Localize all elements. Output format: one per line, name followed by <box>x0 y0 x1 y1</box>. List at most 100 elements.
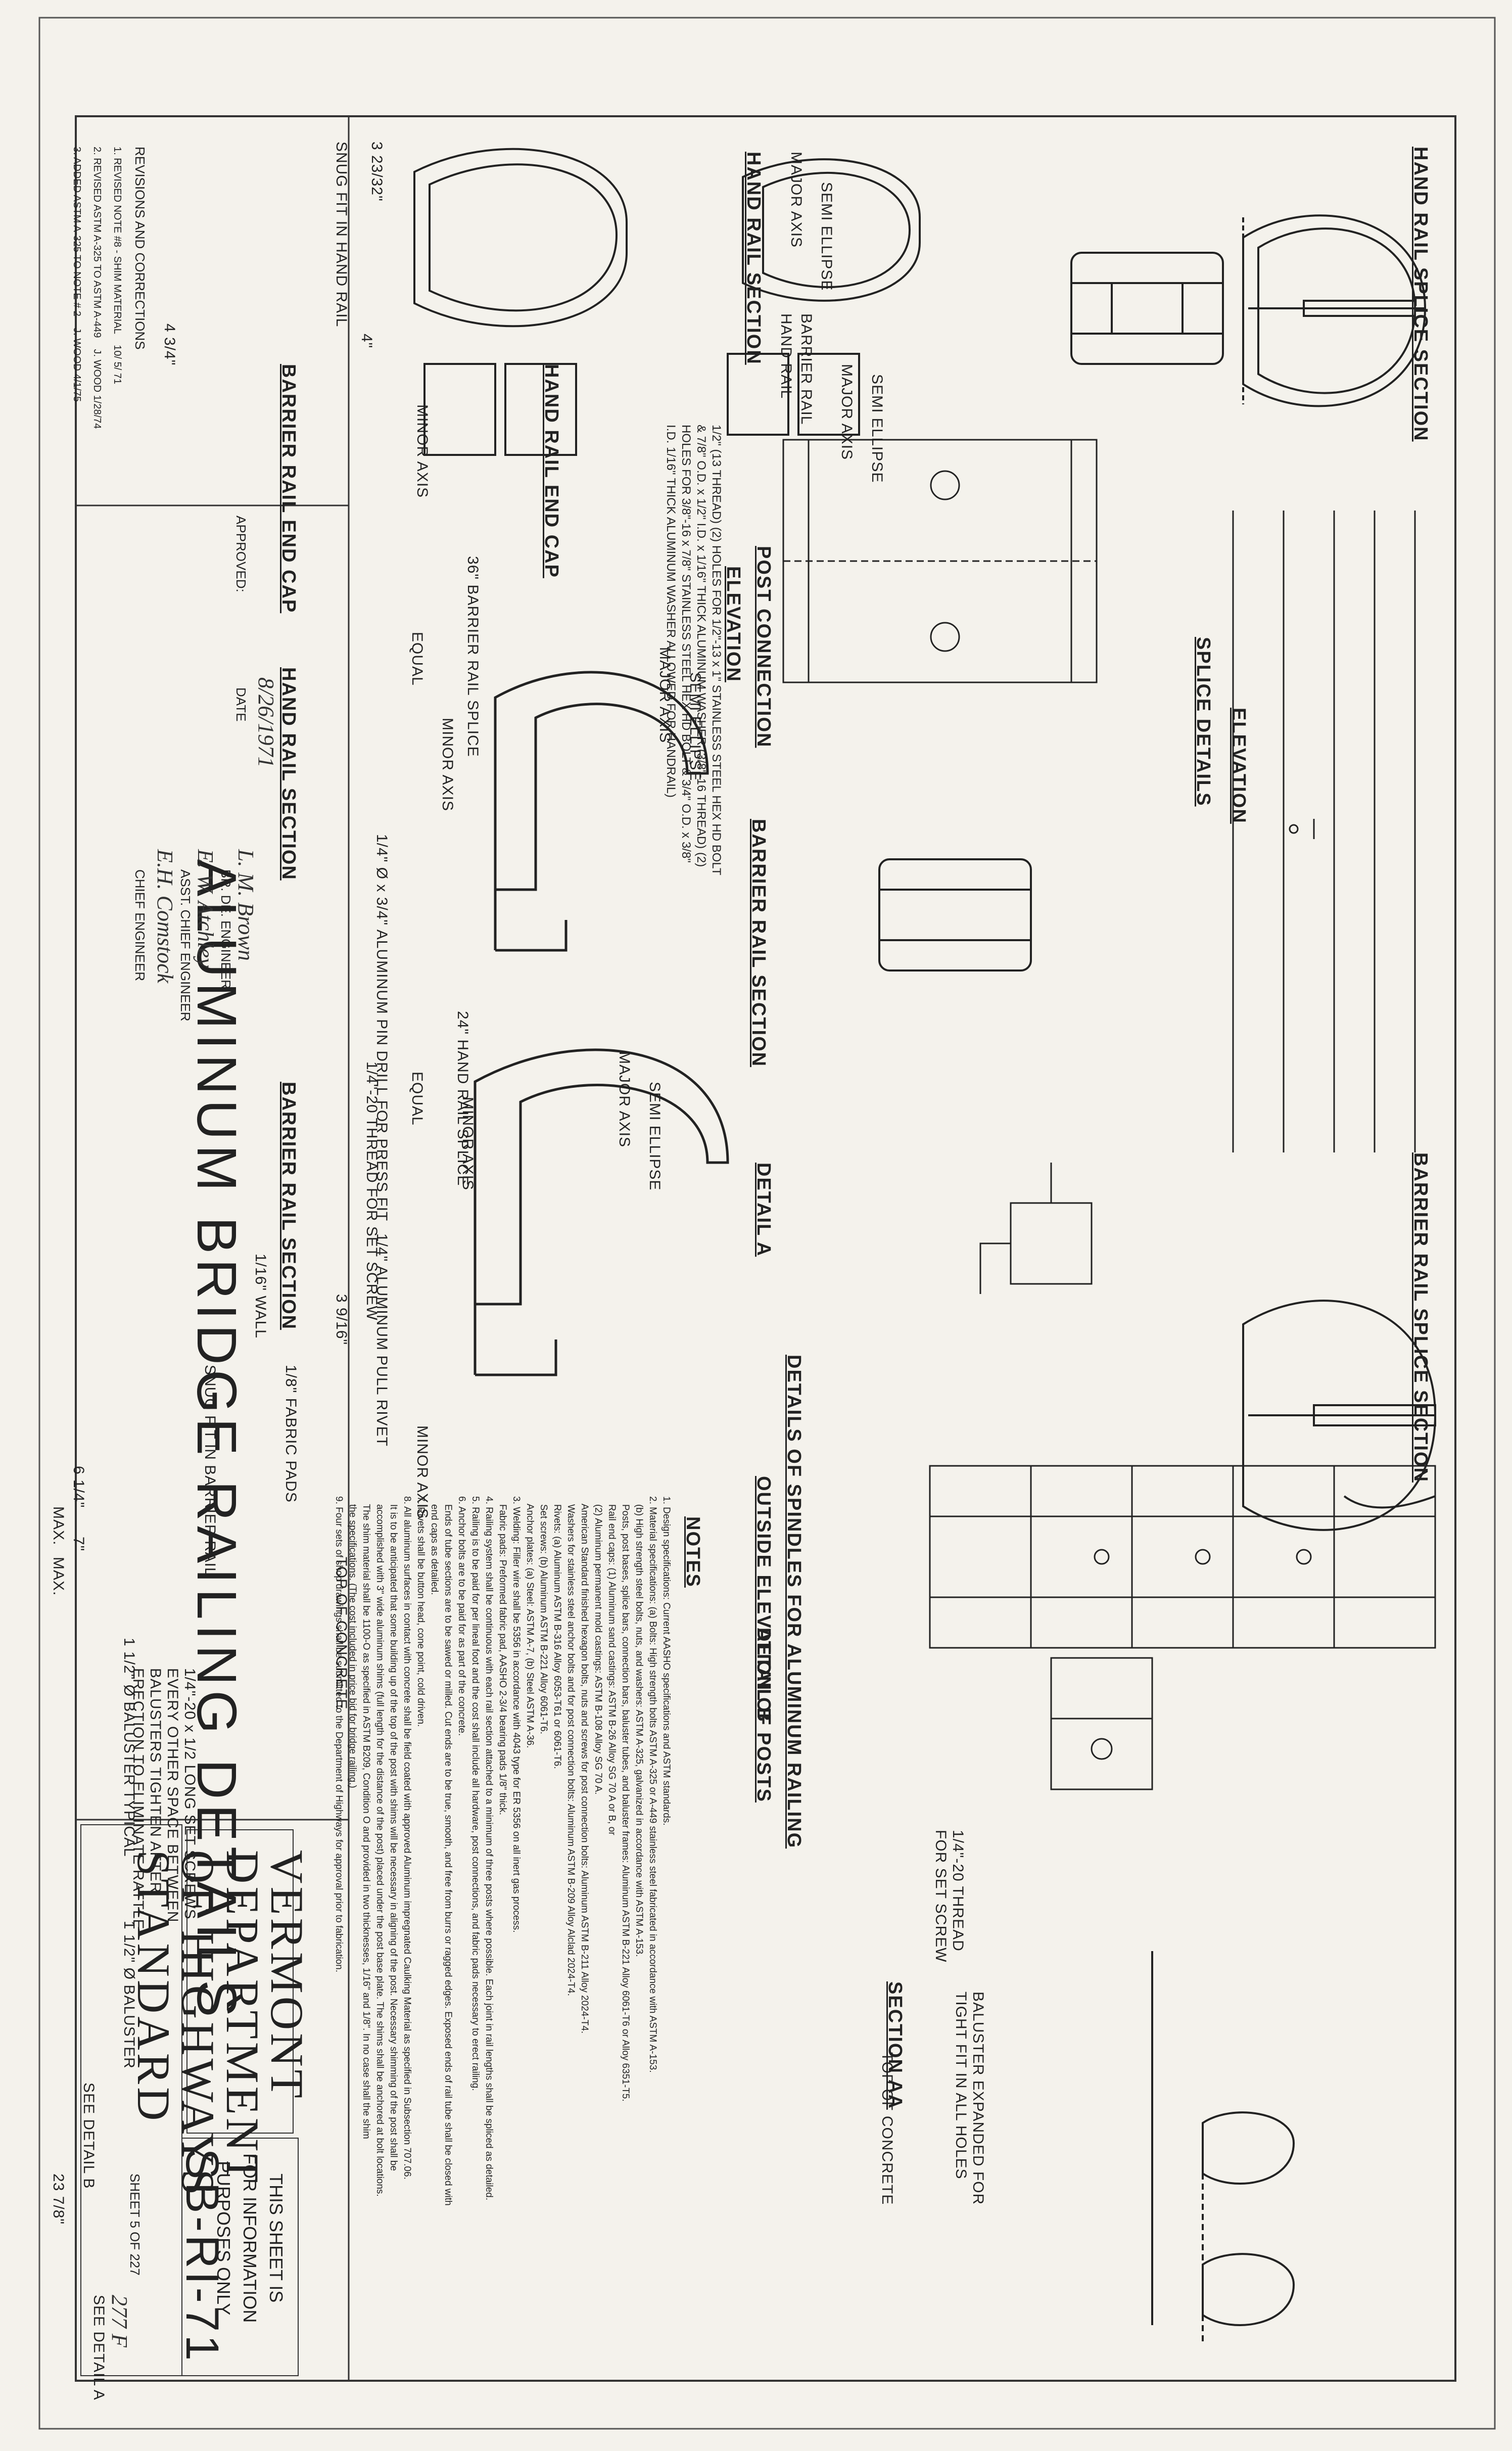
label-major-axis-3: MAJOR AXIS <box>656 647 673 744</box>
label-snug-fit-hand: SNUG FIT IN HAND RAIL <box>333 142 350 328</box>
agency-line-1: VERMONT <box>261 1850 313 2101</box>
info-line-1: THIS SHEET IS <box>266 2173 287 2303</box>
label-semi-ellipse-4: SEMI ELLIPSE <box>646 1082 663 1191</box>
barrier-rail-splice-section <box>1242 1300 1437 1531</box>
label-snug-fit-barrier: SNUG FIT IN BARRIER RAIL <box>202 1365 218 1577</box>
hand-rail-end-cap <box>727 158 921 436</box>
note-line: 4. Railing system shall be continuous wi… <box>484 1496 494 2201</box>
note-line: end caps as detailed. <box>429 1496 440 1595</box>
label-fabric-pads: 1/8" FABRIC PADS <box>282 1365 299 1503</box>
label-semi-ellipse-2: SEMI ELLIPSE <box>869 374 885 483</box>
heading-elevation: ELEVATION <box>1228 708 1249 824</box>
note-line: 7. Rivets shall be button head, cone poi… <box>415 1496 426 1727</box>
hand-rail-section-small <box>1070 252 1224 365</box>
label-dim-3-9-16: 3 9/16" <box>333 1294 350 1346</box>
notes-list: 1. Design specifications: Current AASHO … <box>332 1496 673 2206</box>
hand-rail-splice-section <box>1242 214 1427 407</box>
stamp-number: 277 F <box>107 2295 132 2347</box>
heading-hand-rail-end-cap: HAND RAIL END CAP <box>541 364 562 578</box>
label-barrier-rail: BARRIER RAIL <box>798 313 815 425</box>
outside-elevation-posts <box>929 1465 1436 1649</box>
label-equal-2: EQUAL <box>409 1072 426 1126</box>
heading-barrier-rail-splice-section: BARRIER RAIL SPLICE SECTION <box>1410 1152 1431 1483</box>
note-line: (b) High strength steel bolts, nuts, and… <box>634 1496 644 1957</box>
approved-label: APPROVED: <box>233 516 249 592</box>
outer-border <box>38 17 1496 2430</box>
label-wall: 1/16" WALL <box>252 1254 269 1338</box>
heading-post-connection: POST CONNECTION <box>753 546 774 748</box>
note-line: 1. Design specifications: Current AASHO … <box>661 1496 672 1826</box>
signature-chief-engineer: E.H. Comstock <box>153 849 177 984</box>
label-see-detail-a: SEE DETAIL A <box>90 2295 107 2400</box>
revision-item: 2. REVISED ASTM A-325 TO ASTM A-449 J. W… <box>91 147 103 429</box>
splice-elevation <box>1232 511 1416 1152</box>
note-line: 5. Railing is to be paid for per lineal … <box>470 1496 481 2091</box>
signature-title-asst: ASST. CHIEF ENGINEER <box>178 869 193 1022</box>
heading-barrier-rail-section-large: BARRIER RAIL SECTION <box>278 1082 299 1330</box>
label-see-detail-b: SEE DETAIL B <box>80 2083 97 2189</box>
heading-barrier-rail-end-cap: BARRIER RAIL END CAP <box>278 364 299 614</box>
note-line: 9. Four sets of shop drawings shall be s… <box>334 1496 344 1973</box>
heading-detail-b: DETAIL B <box>753 1628 774 1723</box>
signature-title-bridge: BR. DE. ENGINEER <box>218 869 233 989</box>
information-notice: THIS SHEET IS FOR INFORMATION PURPOSES O… <box>210 2153 289 2323</box>
label-minor-axis-hand: MINOR AXIS <box>439 718 456 812</box>
label-hand-rail: HAND RAIL <box>778 313 794 399</box>
heading-hand-rail-section-small: HAND RAIL SECTION <box>743 152 764 365</box>
label-semi-ellipse-3: SEMI ELLIPSE <box>687 672 703 781</box>
info-box <box>186 1829 294 2134</box>
info-line-3: PURPOSES ONLY <box>213 2160 234 2316</box>
note-line: (2) Aluminum permanent mold castings: AS… <box>593 1496 603 1795</box>
label-dim-23-7-8: 23 7/8" <box>50 2173 67 2225</box>
label-dim-4: 4" <box>358 334 375 349</box>
info-line-2: FOR INFORMATION <box>240 2153 260 2323</box>
barrier-rail-end-cap <box>413 148 628 456</box>
heading-splice-details: SPLICE DETAILS <box>1193 637 1214 807</box>
note-line: Rail end caps: (1) Aluminum sand casting… <box>606 1496 617 1835</box>
label-minor-axis-large: MINOR AXIS <box>459 1097 476 1191</box>
note-line: 8. All aluminum surfaces in contact with… <box>402 1496 412 2180</box>
revision-item: 3. ADDED ASTM A-325 TO NOTE # 2 J. WOOD … <box>71 147 82 402</box>
note-line: Ends of tube sections are to be sawed or… <box>443 1496 453 2206</box>
approved-date: 8/26/1971 <box>254 677 278 768</box>
note-line: Fabric pads: Preformed fabric pad, AASHO… <box>497 1496 508 1815</box>
note-line: American Standard finished hexagon bolts… <box>579 1496 590 2034</box>
label-major-axis-2: MAJOR AXIS <box>838 364 855 460</box>
note-line: 3. Welding: Filler wire shall be 5356 in… <box>511 1496 522 1933</box>
note-line: Washers for stainless steel anchor bolts… <box>565 1496 576 1996</box>
note-line: 2. Material specifications: (a) Bolts: H… <box>647 1496 658 2073</box>
label-baluster-expanded: BALUSTER EXPANDED FOR TIGHT FIT IN ALL H… <box>953 1992 986 2205</box>
note-line: Posts, post bases, splice bars, connecti… <box>620 1496 631 2102</box>
label-dim-3-23-32: 3 23/32" <box>368 142 385 202</box>
heading-hand-rail-splice-section: HAND RAIL SPLICE SECTION <box>1410 147 1431 442</box>
detail-a-drawing <box>979 1163 1093 1294</box>
signature-bridge-engineer: L. M. Brown <box>233 849 258 961</box>
heading-notes: NOTES <box>682 1516 703 1588</box>
agency-line-2: DEPARTMENT <box>217 1850 268 2186</box>
label-major-axis-1: MAJOR AXIS <box>788 152 805 248</box>
label-pull-rivet: 1/4" ALUMINUM PULL RIVET <box>373 1233 390 1447</box>
date-label: DATE <box>233 687 249 722</box>
hand-rail-section-large <box>494 671 709 952</box>
revisions-heading: REVISIONS AND CORRECTIONS <box>132 147 148 350</box>
barrier-rail-section-small <box>878 858 1032 972</box>
note-line: accomplished with 3" wide aluminum shims… <box>374 1496 385 2197</box>
signature-title-chief: CHIEF ENGINEER <box>132 869 148 982</box>
note-line: The shim material shall be 1100-O as spe… <box>361 1496 371 2139</box>
label-max-2: MAX. <box>50 1557 67 1596</box>
label-baluster: 1 1/2" Ø BALUSTER <box>121 1921 137 2069</box>
note-line: 6. Anchor bolts are to be paid for as pa… <box>456 1496 467 1736</box>
label-semi-ellipse-1: SEMI ELLIPSE <box>818 182 835 291</box>
note-line: Set screws: (b) Aluminum ASTM B-221 Allo… <box>538 1496 549 1734</box>
post-connection-elevation <box>782 439 1098 683</box>
note-line: Anchor plates: (a) Steel: ASTM A-7, (b) … <box>525 1496 535 1748</box>
heading-barrier-rail-section-small: BARRIER RAIL SECTION <box>748 819 769 1068</box>
barrier-rail-section-large <box>474 1048 729 1376</box>
heading-spindles: DETAILS OF SPINDLES FOR ALUMINUM RAILING <box>783 1355 805 1849</box>
signature-asst-chief: E. W. Atchley <box>193 849 218 968</box>
note-line: It is to be anticipated that some buildi… <box>388 1496 399 2171</box>
label-equal-1: EQUAL <box>409 632 426 686</box>
